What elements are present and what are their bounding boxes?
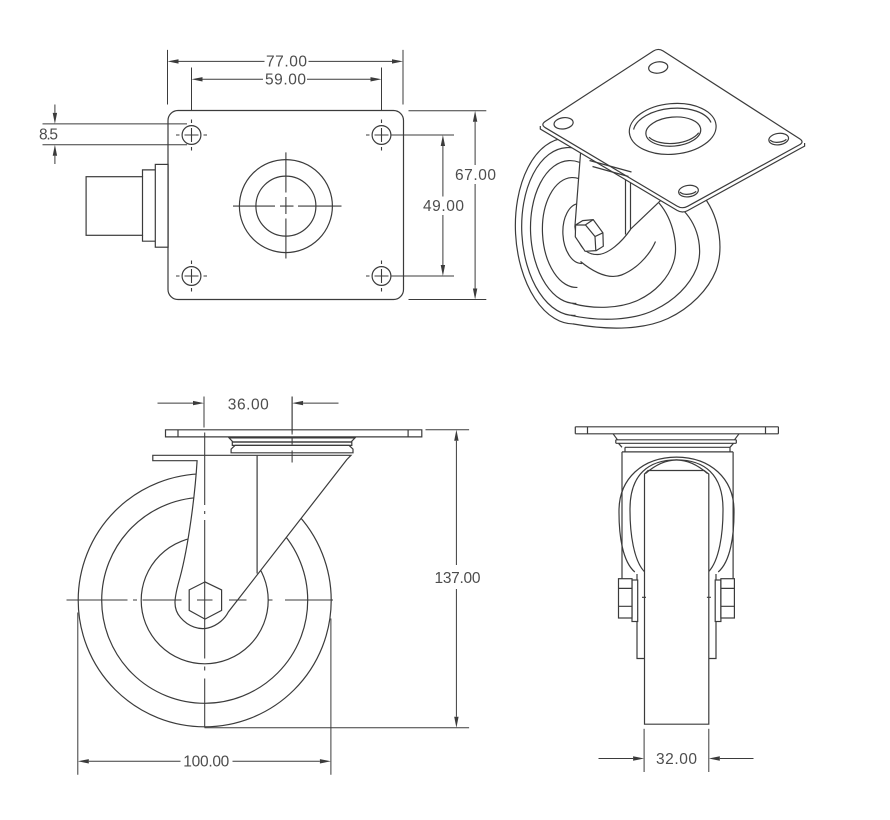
svg-text:8.5: 8.5 [39, 126, 58, 143]
svg-text:36.00: 36.00 [228, 396, 269, 413]
svg-text:100.00: 100.00 [183, 754, 229, 771]
svg-text:67.00: 67.00 [455, 167, 496, 184]
svg-text:32.00: 32.00 [656, 751, 697, 768]
svg-text:77.00: 77.00 [266, 54, 307, 71]
svg-text:59.00: 59.00 [265, 72, 306, 89]
svg-text:49.00: 49.00 [423, 198, 464, 215]
svg-text:137.00: 137.00 [435, 570, 481, 587]
